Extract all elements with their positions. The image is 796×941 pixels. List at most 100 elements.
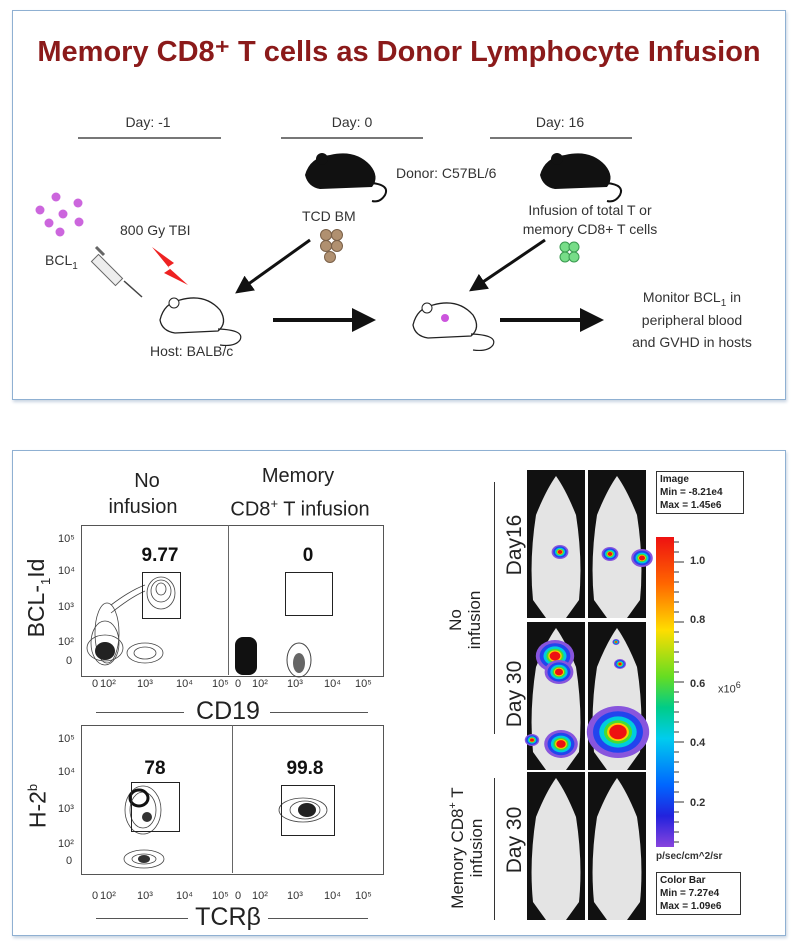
ytick: 10³ [58, 803, 74, 815]
memory-t: T [447, 787, 467, 803]
monitor-text: Monitor BCL [642, 289, 721, 305]
plot-divider [228, 525, 229, 675]
xlabel-cd19: CD19 [196, 697, 260, 725]
host-mouse-tumor-icon [412, 302, 495, 352]
monitor-label-3: and GVHD in hosts [632, 334, 752, 350]
multiplier-exp: 6 [735, 680, 741, 690]
ytick: 10⁵ [58, 733, 75, 745]
day-0-label: Day: 0 [331, 114, 373, 130]
gate-99-8 [281, 785, 335, 836]
ytick: 10³ [58, 601, 74, 613]
group-label-line2: infusion [465, 590, 484, 650]
multiplier-text: x10 [718, 683, 736, 696]
bcl1-sub: 1 [72, 260, 78, 272]
row-label-day16: Day16 [503, 514, 526, 576]
plot-divider [232, 725, 233, 873]
donor-mouse-icon [305, 153, 388, 203]
day-minus1-line [78, 137, 221, 139]
mouse-image [588, 772, 646, 920]
colorbar-tick: 0.8 [690, 614, 706, 626]
header-memory-1: Memory [261, 465, 335, 487]
xlabel-line [268, 918, 368, 919]
ylabel-sub: 1 [37, 577, 53, 586]
ytick: 10² [58, 838, 74, 850]
colorbar-ticks [674, 541, 684, 843]
mouse-image [527, 772, 585, 920]
ytick: 10² [58, 636, 74, 648]
monitor-label-2: peripheral blood [641, 312, 743, 328]
t-cells-icon [559, 241, 580, 263]
xtick: 10² [252, 890, 268, 902]
tcd-bm-label: TCD BM [302, 208, 356, 224]
cd8-text: CD8 [230, 498, 271, 521]
xtick: 10⁴ [176, 678, 193, 690]
xtick: 10⁵ [212, 890, 229, 902]
ylabel-bcl1id: BCL-1Id [23, 559, 53, 638]
group-label-line1: Memory CD8+ T [444, 787, 467, 908]
mouse-image [586, 622, 650, 770]
donor-mouse-icon-2 [540, 153, 623, 203]
xlabel-line [96, 712, 184, 713]
ytick: 10⁴ [58, 565, 75, 577]
bcl1-text: BCL [45, 252, 73, 268]
contour-memory-tcrb [278, 797, 328, 823]
colorbar-box-min: Min = 7.27e4 [660, 888, 720, 899]
schema-panel [12, 10, 786, 400]
syringe-icon [90, 245, 143, 298]
infusion-label-1: Infusion of total T or [528, 202, 652, 218]
cd8-sup: + [270, 496, 279, 511]
gate-value-78: 78 [144, 758, 166, 779]
ytick: 10⁴ [58, 766, 75, 778]
bioluminescence-signal [607, 552, 613, 556]
tbi-label: 800 Gy TBI [120, 222, 191, 238]
xtick: 10⁴ [324, 678, 341, 690]
ytick: 0 [66, 855, 73, 867]
bioluminescence-signal [549, 651, 561, 661]
arrow-infusion-to-host [469, 238, 546, 292]
xtick: 10³ [287, 890, 303, 902]
xtick: 10³ [137, 678, 153, 690]
group-label-line2: infusion [466, 818, 486, 878]
colorbar-box-title: Color Bar [660, 875, 706, 886]
xlabel-line [270, 712, 368, 713]
colorbar [656, 537, 674, 847]
xtick: 10² [100, 890, 116, 902]
bioluminescence-signal [638, 555, 646, 561]
ytick: 0 [66, 655, 73, 667]
header-no-infusion-1: No [134, 470, 160, 492]
xtick: 0 [235, 678, 242, 690]
memory-sup: + [447, 802, 460, 809]
gate-78 [131, 782, 180, 832]
xtick: 0 [92, 890, 99, 902]
bioluminescence-images [524, 470, 653, 920]
header-no-infusion-2: infusion [108, 496, 178, 518]
xtick: 10⁴ [176, 890, 193, 902]
xlabel-tcrb: TCRβ [195, 903, 261, 931]
group-label-line1: No [446, 609, 465, 631]
monitor-sub: 1 [720, 297, 727, 309]
mouse-image [527, 470, 585, 618]
ylabel-h2b: H-2b [25, 784, 52, 828]
image-range-box: Image Min = -8.21e4 Max = 1.45e6 [656, 471, 744, 514]
group-bracket [494, 482, 495, 734]
image-box-title: Image [660, 474, 689, 485]
bioluminescence-signal [557, 550, 563, 554]
gate-value-99-8: 99.8 [286, 758, 324, 779]
colorbar-tick: 0.6 [690, 678, 706, 690]
colorbar-range-box: Color Bar Min = 7.27e4 Max = 1.09e6 [656, 872, 741, 915]
bioluminescence-signal [529, 738, 535, 742]
gate-value-0: 0 [302, 545, 314, 566]
figure-title: Memory CD8⁺ T cells as Donor Lymphocyte … [37, 36, 761, 68]
host-mouse-icon [159, 297, 242, 347]
contour-memory-cd19 [235, 637, 312, 678]
colorbar-box-max: Max = 1.09e6 [660, 901, 722, 912]
bioluminescence-signal [614, 641, 618, 643]
ylabel-text: H-2 [24, 791, 51, 829]
monitor-label-1: Monitor BCL1 in [643, 289, 741, 309]
xtick: 10⁵ [355, 678, 372, 690]
donor-label: Donor: C57BL/6 [396, 165, 497, 181]
ylabel-text-end: Id [23, 558, 50, 578]
colorbar-unit: p/sec/cm^2/sr [656, 851, 723, 862]
